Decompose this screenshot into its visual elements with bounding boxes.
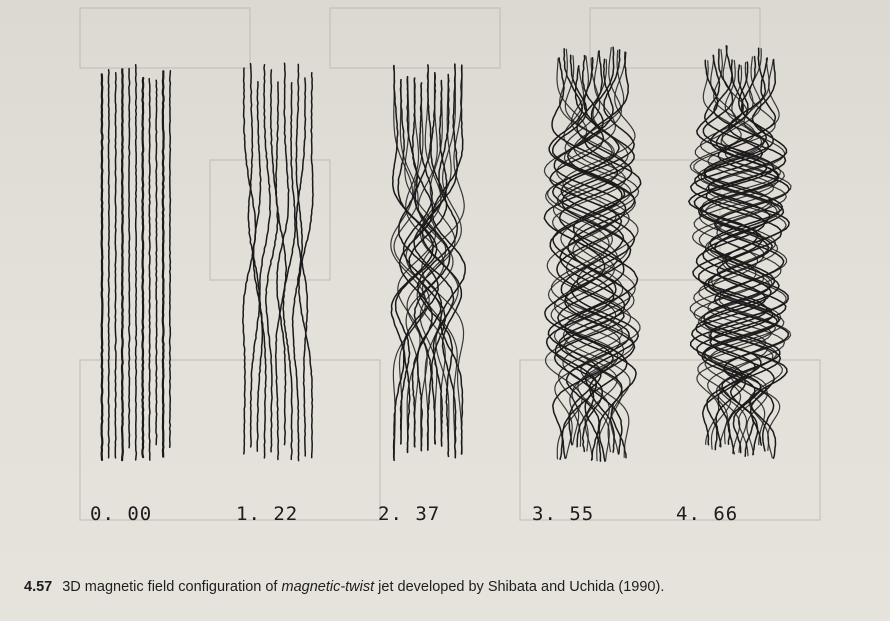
field-line: [260, 65, 271, 458]
time-label-2: 2. 37: [378, 503, 440, 525]
field-line: [156, 80, 157, 444]
time-label-3: 3. 55: [532, 503, 594, 525]
field-line: [266, 70, 278, 452]
field-panel-2: [391, 64, 465, 460]
field-line: [277, 63, 289, 444]
time-label-1: 1. 22: [236, 503, 298, 525]
caption-text-end: jet developed by Shibata and Uchida (199…: [374, 579, 664, 595]
field-line: [149, 79, 150, 461]
field-line: [115, 73, 116, 458]
caption-text-start: 3D magnetic field configuration of: [62, 579, 281, 595]
field-line: [418, 75, 458, 457]
caption-emphasis: magnetic-twist: [281, 579, 374, 595]
field-panel-4: [689, 46, 791, 459]
field-line: [129, 69, 130, 448]
field-panel-1: [243, 63, 313, 460]
field-panel-0: [102, 65, 171, 461]
field-panel-3: [544, 47, 640, 461]
field-line: [108, 70, 109, 458]
figure-number: 4.57: [24, 579, 52, 595]
field-line: [142, 78, 143, 457]
time-label-0: 0. 00: [90, 503, 152, 525]
field-line: [170, 71, 171, 448]
field-line: [122, 69, 123, 460]
field-line: [136, 65, 137, 460]
time-label-4: 4. 66: [676, 503, 738, 525]
figure-caption: 4.57 3D magnetic field configuration of m…: [24, 579, 884, 595]
field-line: [102, 74, 103, 460]
field-line: [299, 73, 313, 458]
field-line: [293, 64, 303, 460]
field-line: [163, 71, 164, 457]
